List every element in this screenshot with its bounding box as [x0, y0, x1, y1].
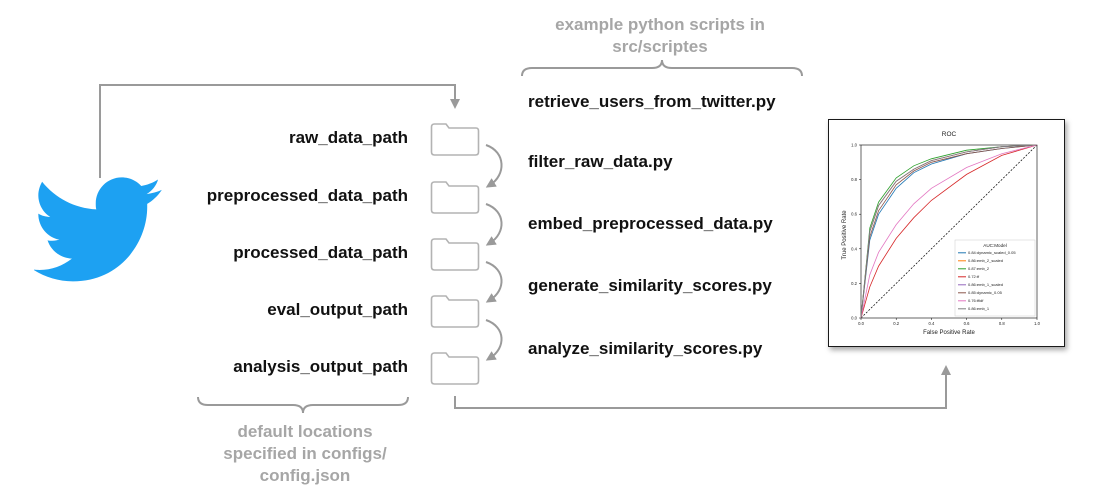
step-arrow-2 — [485, 203, 503, 246]
roc-curve — [860, 144, 1038, 319]
roc-chart-frame: ROC False Positive Rate True Positive Ra… — [828, 119, 1065, 347]
defaults-note-line-3: config.json — [259, 466, 351, 485]
plot-border — [860, 144, 1038, 319]
x-tick-label: 0.2 — [893, 321, 899, 326]
legend-entry: 0.86:emb_2_scaled — [968, 258, 1003, 263]
x-tick-label: 0.4 — [928, 321, 934, 326]
y-tick-label: 0.0 — [851, 316, 857, 321]
scripts-note: example python scripts in src/scriptes — [500, 14, 820, 58]
baseline-diagonal — [860, 144, 1038, 319]
x-tick-label: 0.8 — [999, 321, 1005, 326]
legend-entry: 0.85:dynamic_0.05 — [968, 290, 1003, 295]
legend-title: AUC:Model — [983, 243, 1007, 248]
y-tick-label: 0.4 — [851, 246, 857, 251]
x-tick-label: 0.6 — [964, 321, 970, 326]
legend-entry: 0.76:tfidf — [968, 298, 984, 303]
y-tick-label: 0.6 — [851, 212, 857, 217]
roc-curve — [860, 144, 1038, 319]
folder-icon — [430, 181, 480, 214]
twitter-to-raw-connector — [99, 84, 460, 178]
legend-entry: 0.84:dynamic_scaled_0.05 — [968, 250, 1016, 255]
scripts-note-line-1: example python scripts in — [555, 15, 765, 34]
defaults-note-line-2: specified in configs/ — [223, 444, 387, 463]
script-label-filter: filter_raw_data.py — [528, 152, 673, 171]
script-label-retrieve: retrieve_users_from_twitter.py — [528, 92, 776, 111]
folder-icon — [430, 295, 480, 328]
legend-entry: 0.86:emb_1_scaled — [968, 282, 1003, 287]
x-tick-label: 0.0 — [858, 321, 864, 326]
y-tick-label: 0.2 — [851, 281, 857, 286]
x-axis-label: False Positive Rate — [923, 330, 975, 336]
roc-curve — [860, 144, 1038, 319]
roc-curve — [860, 144, 1038, 319]
y-tick-label: 0.8 — [851, 177, 857, 182]
folder-icon — [430, 123, 480, 156]
roc-chart: ROC False Positive Rate True Positive Ra… — [842, 131, 1041, 336]
defaults-note-line-1: default locations — [237, 422, 373, 441]
legend-entry: 0.72:tf — [968, 274, 980, 279]
path-label-analysis: analysis_output_path — [233, 357, 408, 376]
folder-icon — [430, 352, 480, 385]
step-arrow-1 — [485, 144, 503, 188]
chart-title: ROC — [942, 131, 957, 138]
path-label-preprocessed: preprocessed_data_path — [206, 186, 408, 205]
folder-icon — [430, 238, 480, 271]
legend-entry: 0.86:emb_1 — [968, 306, 990, 311]
path-label-eval: eval_output_path — [267, 300, 408, 319]
analysis-to-chart-connector — [454, 365, 951, 409]
scripts-note-line-2: src/scriptes — [612, 37, 708, 56]
defaults-note: default locations specified in configs/ … — [180, 421, 430, 487]
legend-entry: 0.87:emb_2 — [968, 266, 990, 271]
scripts-brace — [521, 59, 803, 77]
step-arrow-3 — [485, 261, 503, 303]
path-label-processed: processed_data_path — [233, 243, 408, 262]
script-label-generate: generate_similarity_scores.py — [528, 276, 772, 295]
defaults-brace — [197, 396, 409, 414]
y-axis-label: True Positive Rate — [842, 210, 848, 260]
x-tick-label: 1.0 — [1034, 321, 1040, 326]
legend-box — [954, 239, 1036, 317]
twitter-bird-icon — [34, 177, 162, 282]
script-label-embed: embed_preprocessed_data.py — [528, 214, 773, 233]
y-tick-label: 1.0 — [851, 143, 857, 148]
step-arrow-4 — [485, 319, 503, 361]
path-label-raw: raw_data_path — [288, 128, 408, 147]
roc-curve — [860, 144, 1038, 319]
script-label-analyze: analyze_similarity_scores.py — [528, 339, 763, 358]
